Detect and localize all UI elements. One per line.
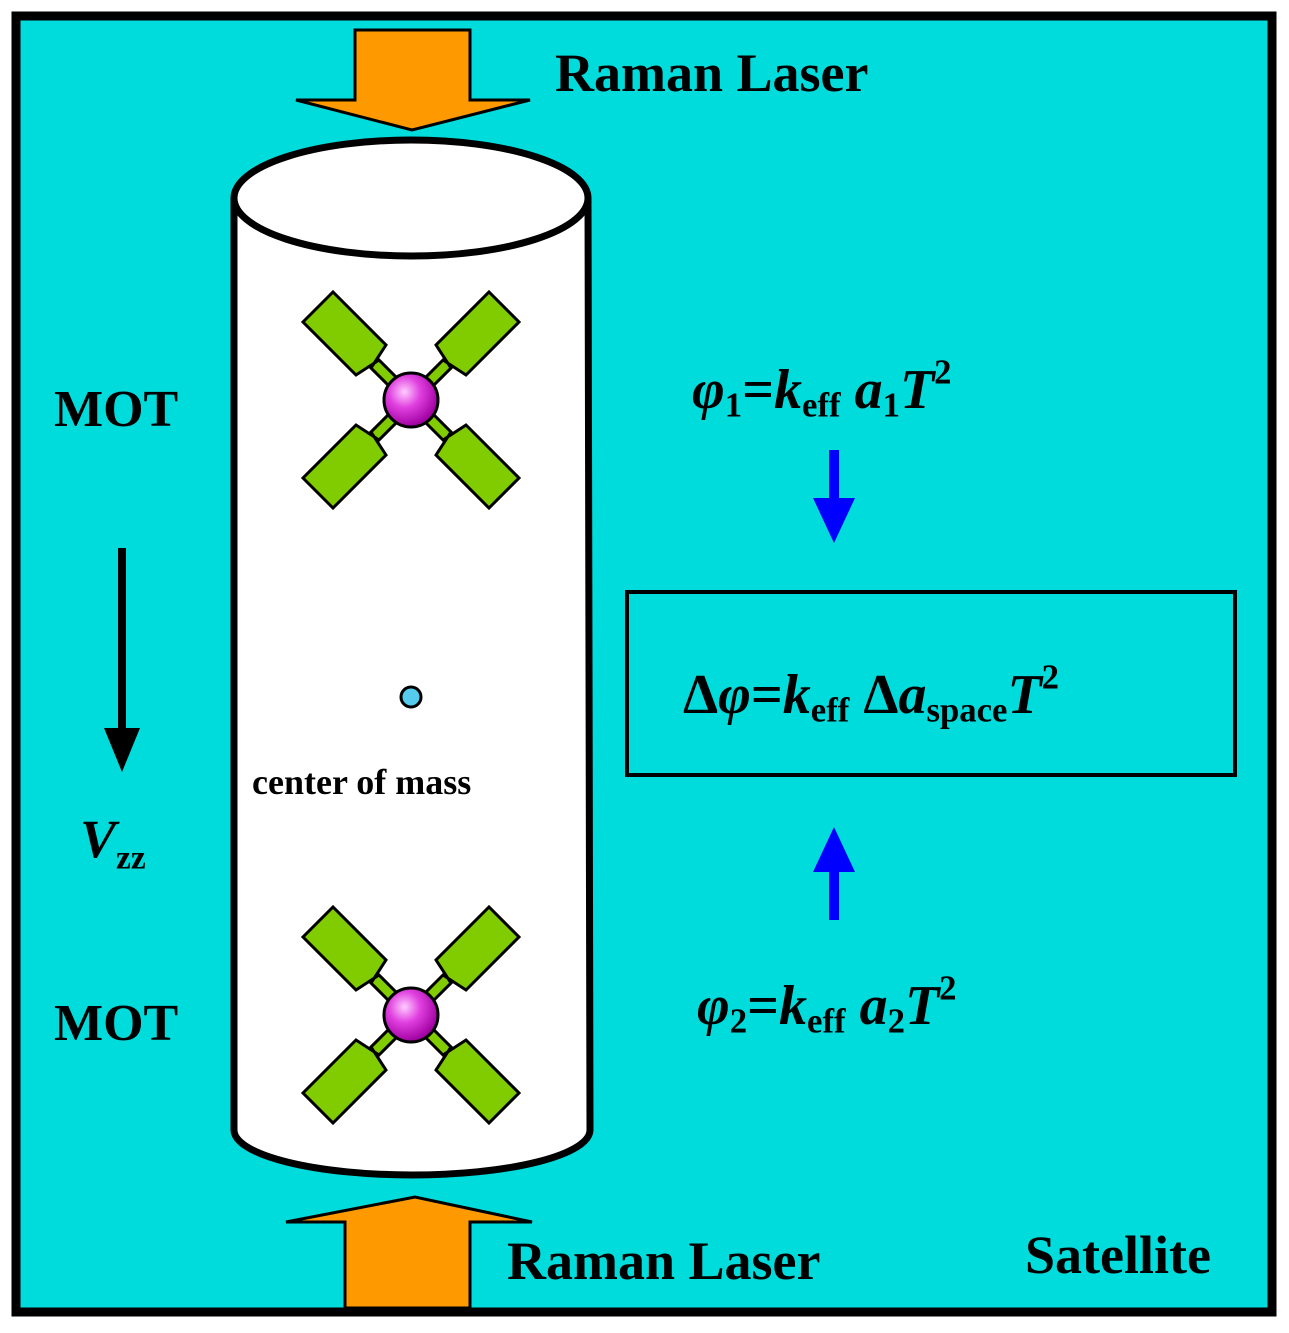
atom-cloud-icon bbox=[382, 371, 440, 429]
center-of-mass-label: center of mass bbox=[252, 762, 472, 802]
vacuum-tube-top bbox=[230, 136, 592, 260]
a-symbol: a bbox=[898, 664, 927, 726]
raman-laser-top-label: Raman Laser bbox=[555, 43, 869, 103]
k-symbol: k bbox=[779, 975, 808, 1037]
k-symbol: k bbox=[774, 359, 803, 421]
k-subscript: eff bbox=[802, 385, 841, 425]
equals-sign: = bbox=[750, 664, 783, 726]
phi-symbol: φ bbox=[718, 664, 751, 726]
k-subscript: eff bbox=[807, 1001, 846, 1041]
equals-sign: = bbox=[747, 975, 780, 1037]
raman-laser-up-arrow-icon bbox=[285, 1195, 533, 1310]
result-equation-box bbox=[625, 590, 1237, 777]
raman-laser-down-arrow-icon bbox=[295, 28, 531, 132]
satellite-background bbox=[11, 11, 1277, 1317]
phase-equation-2: φ2=keff a2T2 bbox=[697, 971, 957, 1039]
phi-subscript: 1 bbox=[724, 385, 743, 425]
a-subscript: 2 bbox=[887, 1001, 905, 1041]
t-superscript: 2 bbox=[934, 352, 952, 392]
mot-bottom-label: MOT bbox=[54, 995, 179, 1052]
gravity-gradient-label: Vzz bbox=[80, 809, 146, 875]
blue-down-arrow-icon bbox=[813, 450, 855, 543]
k-symbol: k bbox=[782, 664, 811, 726]
t-superscript: 2 bbox=[1041, 657, 1060, 697]
k-subscript: eff bbox=[810, 690, 850, 730]
satellite-label: Satellite bbox=[1025, 1225, 1211, 1285]
t-symbol: T bbox=[1007, 664, 1042, 726]
raman-laser-bottom-label: Raman Laser bbox=[507, 1231, 821, 1291]
phi-symbol: φ bbox=[697, 975, 730, 1037]
t-superscript: 2 bbox=[939, 968, 957, 1008]
a-symbol: a bbox=[859, 975, 888, 1037]
t-symbol: T bbox=[904, 975, 940, 1037]
delta-symbol: Δ bbox=[863, 664, 899, 726]
equals-sign: = bbox=[742, 359, 775, 421]
center-of-mass-dot bbox=[399, 685, 423, 709]
gradient-symbol: V bbox=[80, 809, 117, 869]
gradient-subscript: zz bbox=[116, 839, 146, 877]
phi-symbol: φ bbox=[692, 359, 725, 421]
a-symbol: a bbox=[854, 359, 883, 421]
mot-top-label: MOT bbox=[54, 381, 179, 438]
a-subscript: 1 bbox=[882, 385, 900, 425]
blue-up-arrow-icon bbox=[813, 827, 855, 920]
atom-cloud-icon bbox=[382, 986, 440, 1044]
a-subscript: space bbox=[926, 690, 1008, 730]
phase-difference-equation: Δφ=keff ΔaspaceT2 bbox=[683, 660, 1059, 728]
phase-equation-1: φ1=keff a1T2 bbox=[692, 355, 952, 423]
delta-symbol: Δ bbox=[683, 664, 719, 726]
down-arrow-icon bbox=[104, 548, 140, 772]
t-symbol: T bbox=[899, 359, 935, 421]
phi-subscript: 2 bbox=[729, 1001, 748, 1041]
